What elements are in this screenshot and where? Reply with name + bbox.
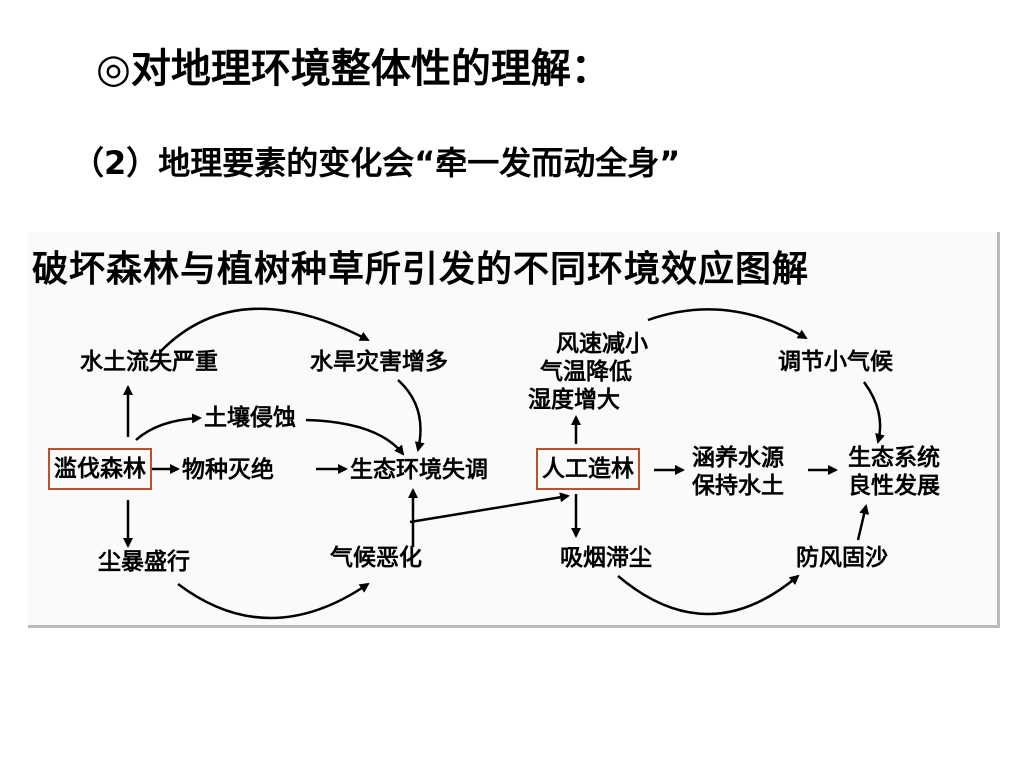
arrow-absorb-to-sand: [617, 574, 800, 616]
node-imbalance: 生态环境失调: [350, 457, 488, 483]
wind-line-2: 气温降低: [540, 359, 632, 385]
arrow-flood-to-imbalance: [397, 379, 425, 452]
node-absorb-dust: 吸烟滞尘: [560, 545, 652, 571]
node-afforest: 人工造林: [536, 448, 640, 490]
arrow-dust-to-climate: [177, 582, 370, 620]
node-wind-temp-humidity: 风速减小 气温降低 湿度增大: [528, 330, 648, 414]
diagram-title: 破坏森林与植树种草所引发的不同环境效应图解: [32, 249, 810, 290]
water-line-2: 保持水土: [692, 473, 784, 499]
node-soil-erosion: 土壤侵蚀: [204, 405, 296, 431]
environment-effects-diagram: 破坏森林与植树种草所引发的不同环境效应图解: [28, 232, 1000, 628]
arrow-deforest-to-soil-erosion: [135, 413, 202, 441]
slide-subheading: （2）地理要素的变化会“牵一发而动全身”: [72, 144, 681, 182]
arrow-erosion-to-imbalance: [305, 418, 405, 456]
node-dust-storm: 尘暴盛行: [98, 549, 190, 575]
node-regulate-climate: 调节小气候: [778, 349, 893, 375]
node-extinction: 物种灭绝: [182, 457, 274, 483]
water-line-1: 涵养水源: [692, 445, 784, 471]
node-soil-loss: 水土流失严重: [80, 349, 218, 375]
node-sand-fix: 防风固沙: [796, 545, 888, 571]
good-line-1: 生态系统: [848, 445, 940, 471]
arrow-wind-to-regulate: [647, 308, 808, 340]
diagram-arrows: [123, 307, 885, 620]
arrow-sand-to-good: [856, 504, 870, 541]
node-water-soil: 涵养水源 保持水土: [692, 444, 784, 500]
arrow-climate-to-afforest: [409, 492, 570, 524]
node-flood-drought: 水旱灾害增多: [310, 349, 448, 375]
node-deforest: 滥伐森林: [48, 448, 152, 490]
wind-line-3: 湿度增大: [528, 387, 620, 413]
wind-line-1: 风速减小: [556, 331, 648, 357]
node-climate-worse: 气候恶化: [330, 545, 422, 571]
slide-heading: ◎对地理环境整体性的理解：: [96, 46, 611, 92]
arrow-regulate-to-good: [862, 381, 885, 444]
arrow-soil-loss-to-flood: [159, 307, 370, 353]
node-good-development: 生态系统 良性发展: [848, 444, 940, 500]
good-line-2: 良性发展: [848, 473, 940, 499]
